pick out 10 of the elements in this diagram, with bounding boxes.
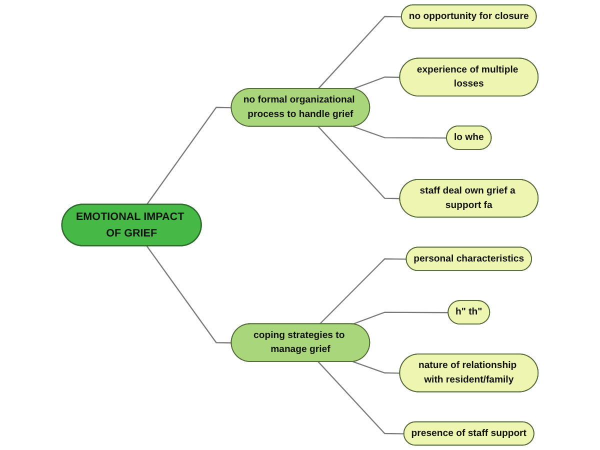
connector xyxy=(352,126,447,139)
connector xyxy=(352,76,400,90)
connector xyxy=(318,16,402,90)
connector xyxy=(352,312,448,325)
connector xyxy=(318,126,400,200)
connector xyxy=(146,106,232,205)
connector xyxy=(146,246,232,344)
connector xyxy=(352,361,400,374)
connector xyxy=(318,361,404,434)
connector xyxy=(319,258,407,324)
